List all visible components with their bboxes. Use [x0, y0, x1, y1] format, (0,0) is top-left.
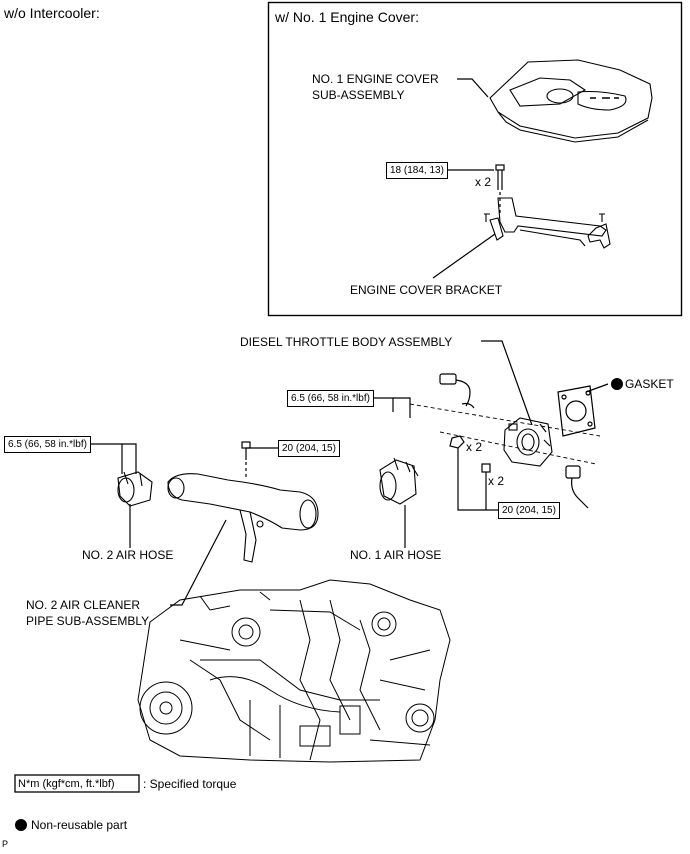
- engine-cover-leader: [457, 78, 489, 98]
- throttle-bolt-qty: x 2: [488, 474, 505, 488]
- no1-air-hose-drawing: [379, 457, 419, 505]
- throttle-body-drawing: [503, 417, 553, 467]
- bracket-bolt-drawing: [495, 164, 505, 215]
- engine-block-drawing: [137, 579, 451, 763]
- legend-torque-unit: N*m (kgf*cm, ft.*lbf): [18, 778, 115, 790]
- throttle-bolt-drawing: [481, 463, 491, 482]
- wo-intercooler-title: w/o Intercooler:: [4, 5, 100, 21]
- no1-air-hose-label: NO. 1 AIR HOSE: [350, 548, 442, 562]
- bracket-bolt-torque: 18 (184, 13): [386, 162, 448, 179]
- throttle-nut-qty: x 2: [466, 440, 483, 454]
- throttle-nut-drawing: [449, 435, 465, 449]
- bracket-bolt-qty: x 2: [475, 175, 492, 189]
- engine-cover-label-line1: NO. 1 ENGINE COVER: [312, 72, 439, 86]
- pipe-bolt-torque: 20 (204, 15): [278, 440, 340, 457]
- throttle-leader: [481, 340, 533, 426]
- throttle-body-label: DIESEL THROTTLE BODY ASSEMBLY: [240, 335, 453, 349]
- engine-cover-bracket-drawing: [484, 197, 611, 249]
- connector-top-drawing: [439, 373, 475, 409]
- engine-cover-bracket-label: ENGINE COVER BRACKET: [350, 283, 503, 297]
- gasket-drawing: [557, 385, 596, 437]
- legend-nonreusable-text: Non-reusable part: [31, 818, 128, 832]
- gasket-label: GASKET: [625, 377, 674, 391]
- no2-pipe-drawing: [167, 473, 319, 563]
- no2-hose-torque: 6.5 (66, 58 in.*lbf): [4, 436, 91, 453]
- engine-cover-bracket-leader: [432, 233, 496, 279]
- engine-cover-inset-frame: [267, 1, 683, 317]
- legend-torque-text: : Specified torque: [143, 777, 237, 791]
- gasket-nonreusable-mark: [611, 378, 623, 390]
- no1-hose-torque: 6.5 (66, 58 in.*lbf): [287, 390, 374, 407]
- no2-air-hose-drawing: [117, 471, 153, 507]
- no2-pipe-label-line1: NO. 2 AIR CLEANER: [26, 598, 141, 612]
- footer-code: P: [2, 839, 9, 849]
- legend-nonreusable-mark: [15, 819, 27, 831]
- connector-bottom-drawing: [565, 465, 589, 509]
- legend-torque-box: [14, 774, 140, 793]
- no2-air-hose-label: NO. 2 AIR HOSE: [82, 548, 174, 562]
- engine-cover-section-title: w/ No. 1 Engine Cover:: [275, 9, 419, 25]
- no2-pipe-label-line2: PIPE SUB-ASSEMBLY: [26, 614, 150, 628]
- engine-cover-label-line2: SUB-ASSEMBLY: [312, 88, 405, 102]
- throttle-bolts-torque: 20 (204, 15): [498, 502, 560, 519]
- no2-pipe-leader: [170, 519, 227, 606]
- engine-cover-drawing: [489, 59, 653, 143]
